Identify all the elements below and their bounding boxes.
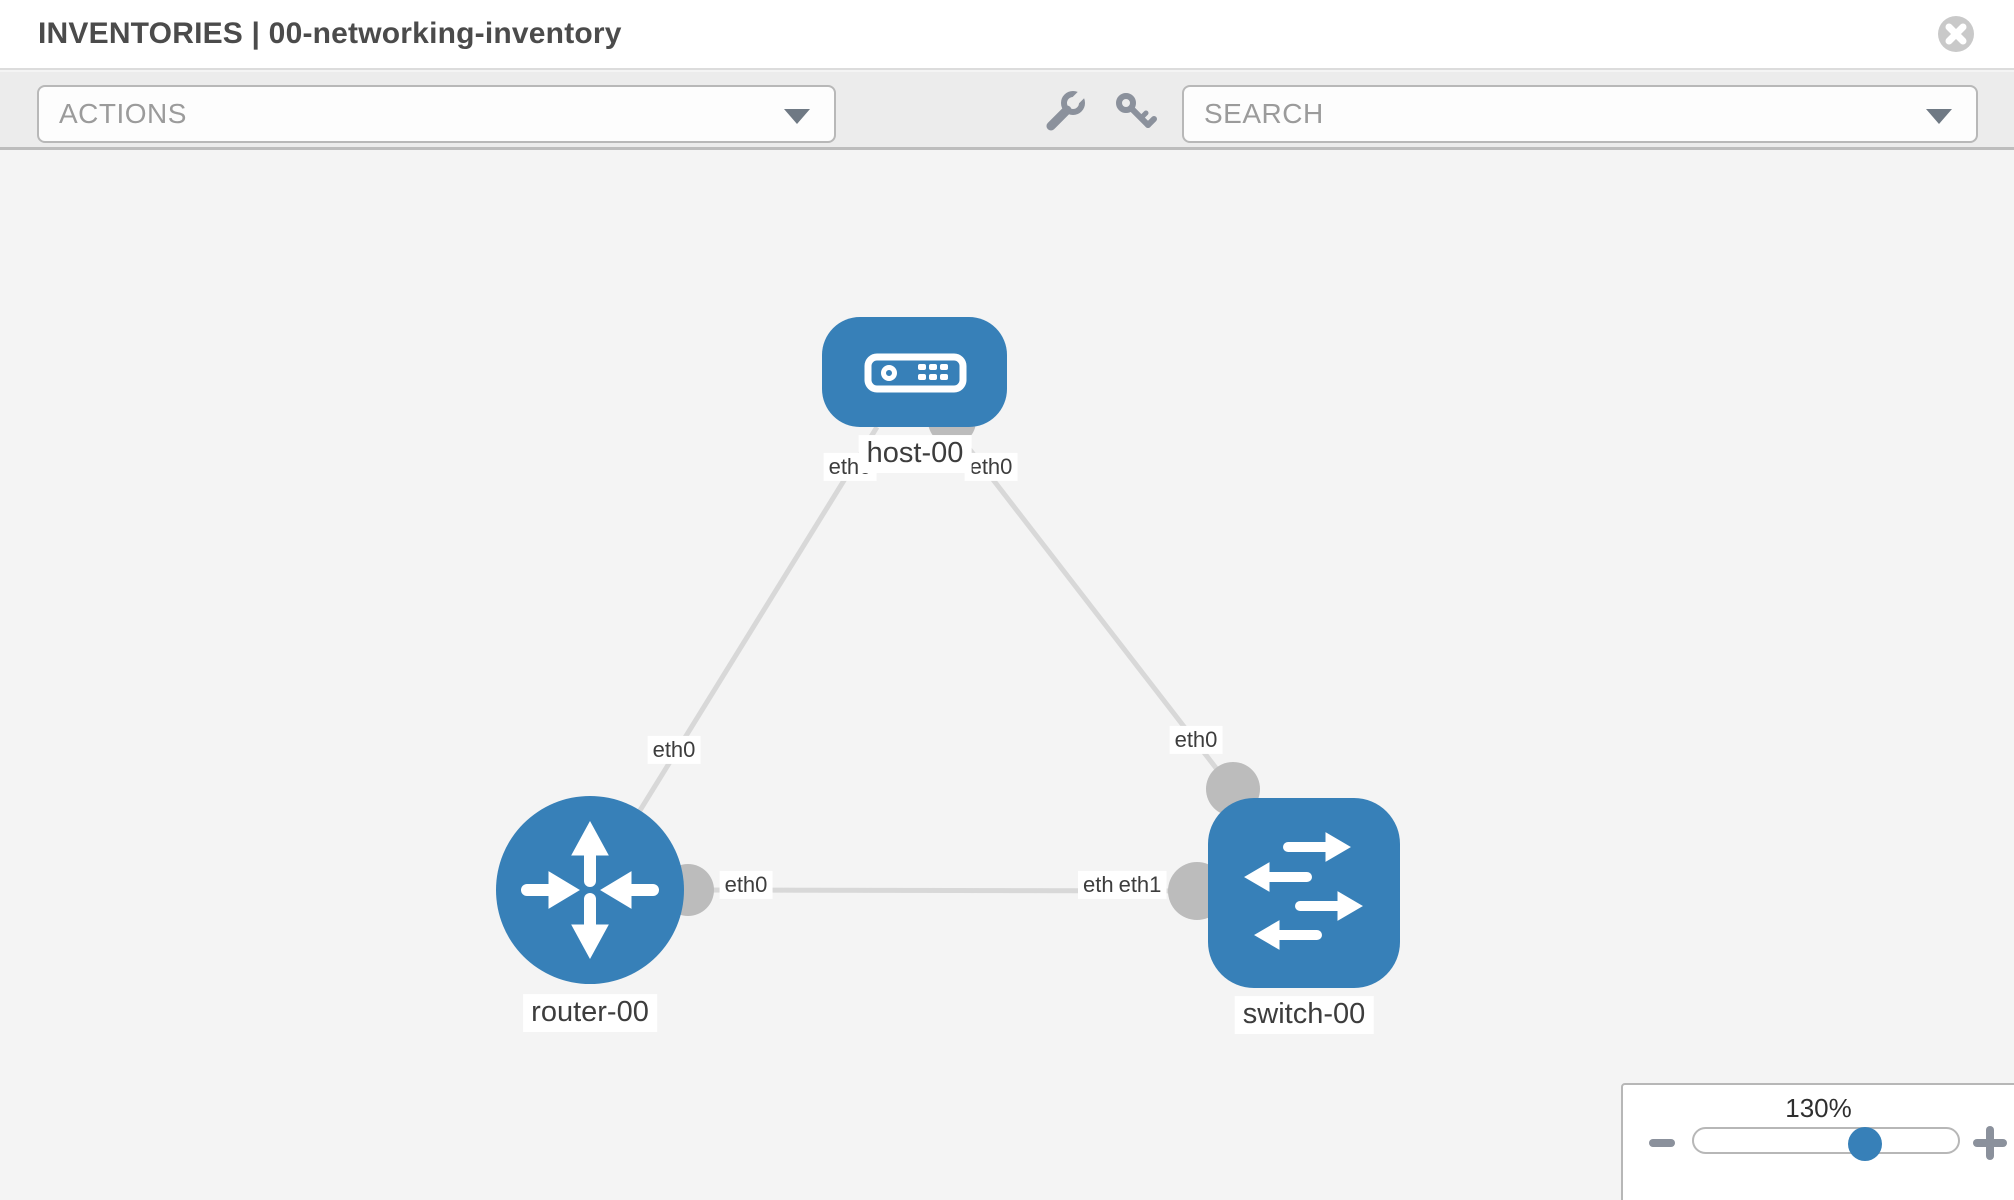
toolbar: ACTIONS SEARCH <box>0 72 2014 150</box>
interface-label-eth0: eth0 <box>1169 725 1223 755</box>
zoom-slider-knob[interactable] <box>1848 1127 1882 1161</box>
configure-button[interactable] <box>1043 87 1089 134</box>
node-label-host-00[interactable]: host-00 <box>858 435 972 473</box>
chevron-down-icon <box>784 109 810 124</box>
key-icon <box>1116 93 1157 128</box>
interface-label-eth0: eth0 <box>719 870 773 900</box>
node-label-switch-00[interactable]: switch-00 <box>1234 996 1374 1034</box>
wrench-icon <box>1046 87 1089 131</box>
router-icon <box>521 820 659 960</box>
zoom-control-panel: 130% <box>1621 1083 2014 1200</box>
close-icon <box>1938 16 1974 52</box>
zoom-in-button[interactable] <box>1973 1126 2007 1160</box>
node-host-00[interactable] <box>822 317 1007 427</box>
node-label-router-00[interactable]: router-00 <box>523 994 657 1032</box>
search-dropdown-label: SEARCH <box>1204 98 1324 129</box>
zoom-out-button[interactable] <box>1649 1139 1675 1147</box>
actions-dropdown[interactable]: ACTIONS <box>37 85 836 143</box>
interface-label-eth0: eth0 <box>647 735 701 765</box>
switch-icon <box>1244 832 1363 950</box>
host-icon <box>864 353 967 393</box>
close-button[interactable] <box>1936 14 1976 54</box>
interface-label-eth0: eth0 <box>823 452 877 482</box>
node-switch-00[interactable] <box>1208 798 1400 988</box>
chevron-down-icon <box>1926 109 1952 124</box>
search-dropdown[interactable]: SEARCH <box>1182 85 1978 143</box>
header-bar: INVENTORIES | 00-networking-inventory <box>0 0 2014 70</box>
actions-dropdown-label: ACTIONS <box>59 98 187 129</box>
zoom-slider-track[interactable] <box>1692 1127 1960 1154</box>
interface-label-eth0: eth0 <box>964 452 1018 482</box>
topology-canvas[interactable]: eth0 host-00 eth0 eth0 eth0 eth0 eth0 et… <box>0 150 2014 1200</box>
page-title: INVENTORIES | 00-networking-inventory <box>38 17 622 50</box>
interface-label-eth1: eth1 <box>1113 870 1167 900</box>
credentials-button[interactable] <box>1113 90 1157 134</box>
zoom-level-value: 130% <box>1785 1093 1852 1123</box>
node-router-00[interactable] <box>496 796 684 984</box>
